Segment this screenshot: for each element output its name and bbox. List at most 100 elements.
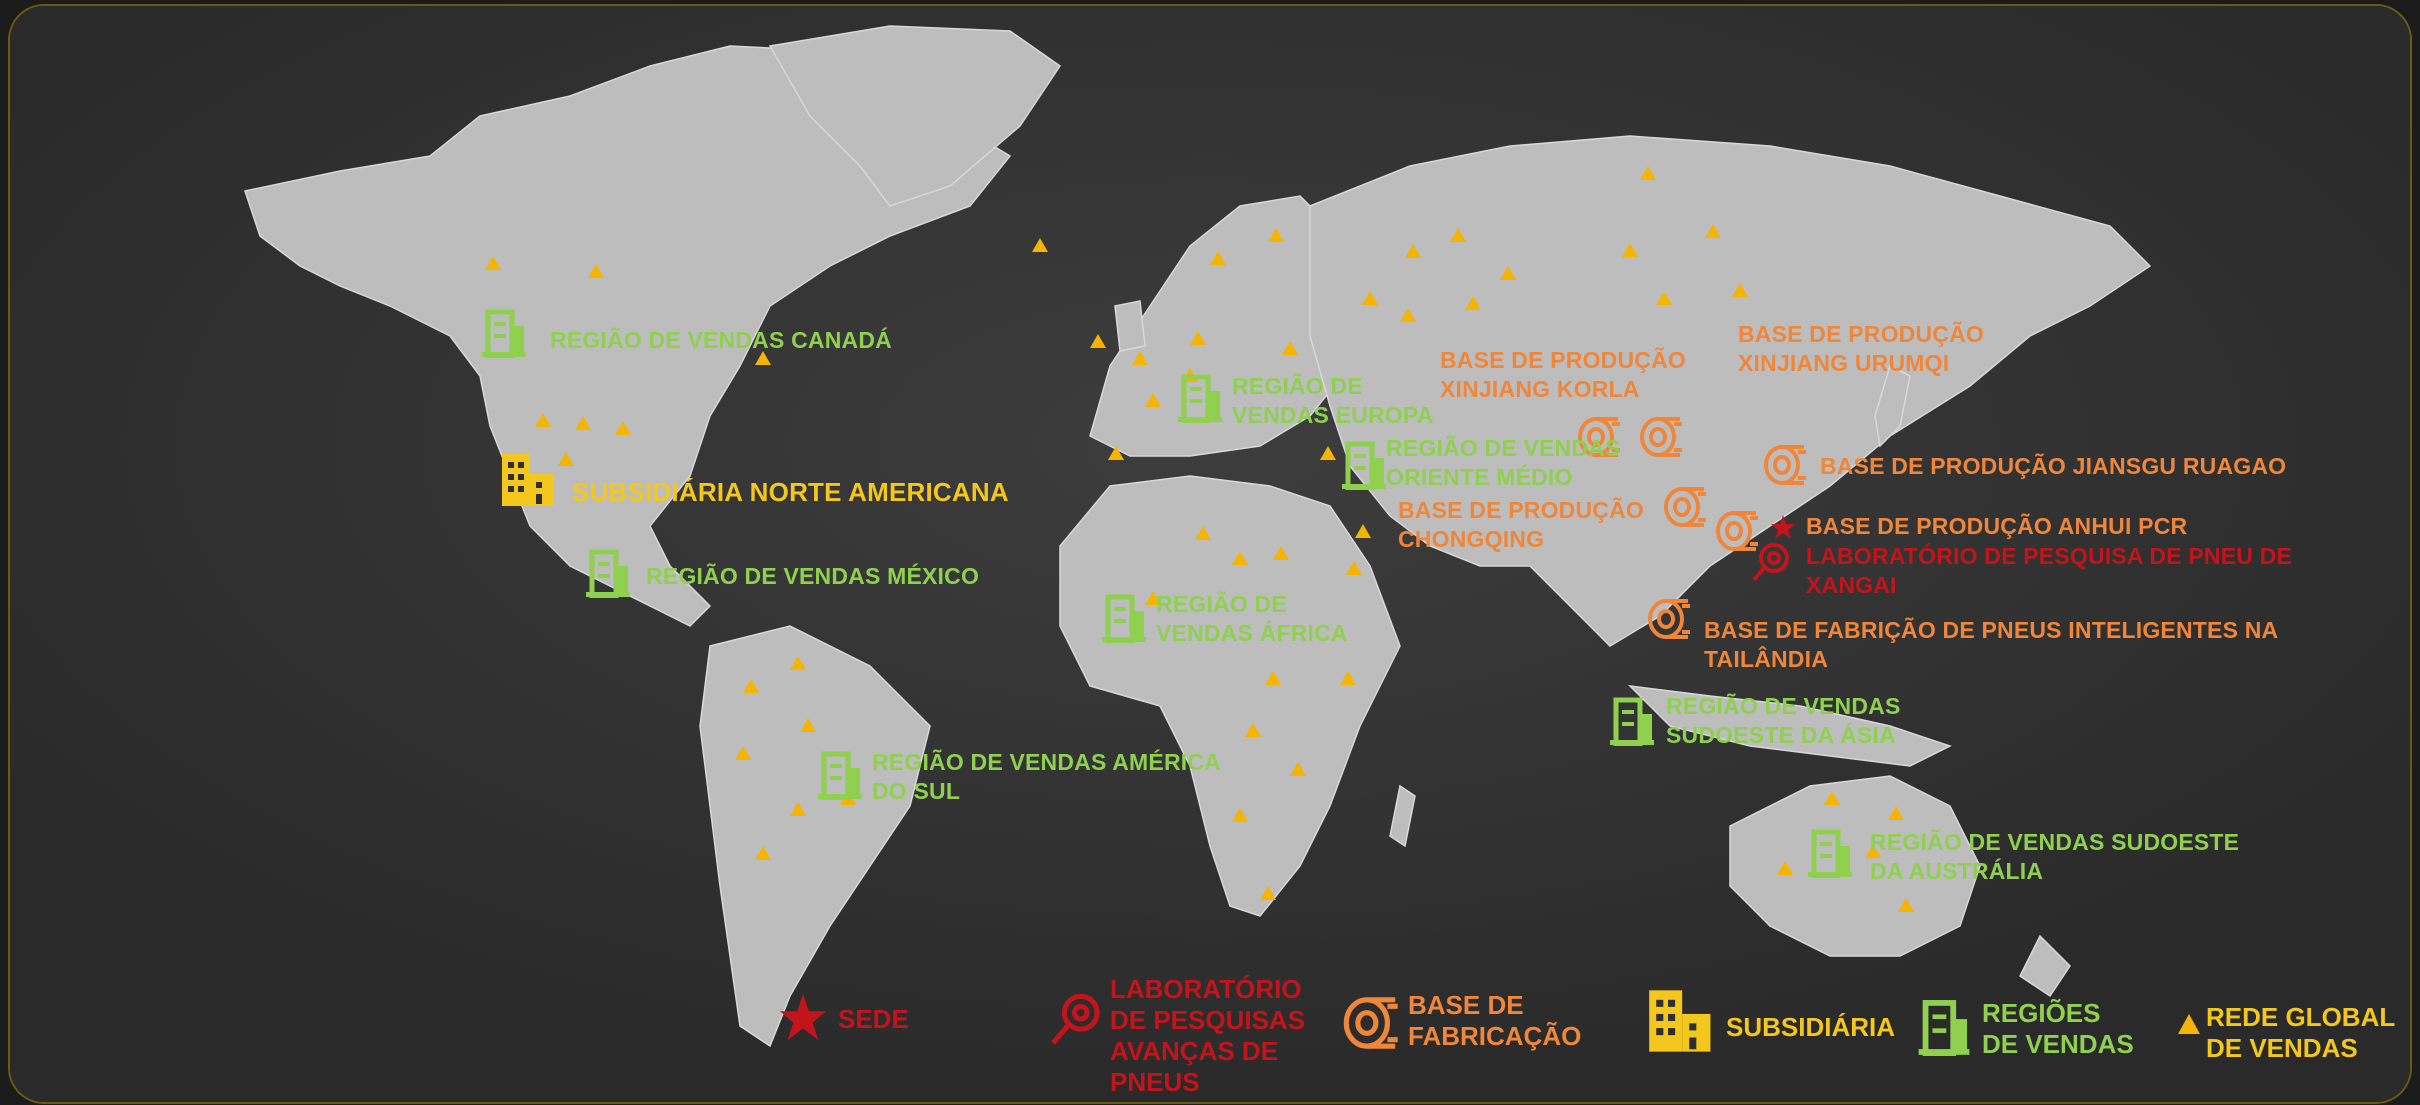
triangle-icon <box>1232 808 1248 822</box>
sales-building-icon <box>1178 374 1222 423</box>
land-south-america <box>699 625 931 1048</box>
triangle-icon <box>1195 526 1211 540</box>
triangle-icon <box>755 351 771 365</box>
tire-icon <box>1578 417 1620 457</box>
triangle-icon <box>575 416 591 430</box>
land-indonesia <box>1627 684 1952 767</box>
label-se-asia: REGIÃO DE VENDAS SUDOESTE DA ÁSIA <box>1666 693 1901 748</box>
land-japan <box>1874 364 1911 448</box>
triangle-icon <box>1190 331 1206 345</box>
triangle-icon <box>735 746 751 760</box>
label-jiangsu: BASE DE PRODUÇÃO JIANSGU RUAGAO <box>1820 453 2287 479</box>
land-north-america <box>244 45 1012 627</box>
land-madagascar <box>1389 784 1416 848</box>
sales-building-icon <box>1808 829 1852 878</box>
legend-network-label: REDE GLOBAL DE VENDAS <box>2206 1002 2395 1063</box>
triangle-icon <box>1273 546 1289 560</box>
triangle-icon <box>1405 244 1421 258</box>
legend-factory-label: BASE DE FABRICAÇÃO <box>1408 990 1582 1051</box>
magnifier-tire-icon <box>1752 543 1789 582</box>
triangle-icon <box>1705 224 1721 238</box>
tire-icon <box>1648 599 1690 639</box>
triangle-icon <box>1865 844 1881 858</box>
label-north-america-subsidiary: SUBSIDIÁRIA NORTE AMERICANA <box>572 477 1009 507</box>
label-chongqing: BASE DE PRODUÇÃO CHONGQING <box>1398 497 1645 552</box>
triangle-icon <box>1346 561 1362 575</box>
magnifier-tire-icon <box>1051 993 1100 1045</box>
sales-building-icon <box>1342 441 1386 490</box>
triangle-icon <box>558 452 574 466</box>
triangle-icon <box>535 413 551 427</box>
world-map <box>10 6 2410 1102</box>
label-south-america: REGIÃO DE VENDAS AMÉRICA DO SUL <box>872 749 1221 804</box>
triangle-icon <box>615 421 631 435</box>
sales-building-icon <box>818 751 862 800</box>
tire-icon <box>1716 511 1758 551</box>
triangle-icon <box>1355 524 1371 538</box>
triangle-icon <box>1824 791 1840 805</box>
sales-building-icon <box>1918 1000 1970 1056</box>
triangle-icon <box>1465 296 1481 310</box>
sales-building-icon <box>586 549 630 598</box>
world-map-panel: REGIÃO DE VENDAS CANADÁ SUBSIDIÁRIA NORT… <box>10 6 2410 1102</box>
land-africa <box>1059 475 1401 917</box>
triangle-icon <box>790 656 806 670</box>
triangle-icon <box>1622 243 1638 257</box>
triangle-icon <box>1656 291 1672 305</box>
land-australia <box>1729 775 1981 957</box>
label-shanghai-lab: LABORATÓRIO DE PESQUISA DE PNEU DE XANGA… <box>1806 543 2293 598</box>
triangle-icon <box>1145 393 1161 407</box>
triangle-icon <box>2178 1014 2200 1034</box>
label-mexico: REGIÃO DE VENDAS MÉXICO <box>646 563 980 589</box>
land-greenland <box>768 25 1062 207</box>
sales-building-icon <box>482 309 526 358</box>
tire-icon <box>1343 997 1398 1049</box>
triangle-icon <box>1400 308 1416 322</box>
land-new-zealand <box>2019 934 2071 998</box>
label-australia: REGIÃO DE VENDAS SUDOESTE DA AUSTRÁLIA <box>1870 829 2240 884</box>
legend-sales-label: REGIÕES DE VENDAS <box>1982 998 2134 1059</box>
triangle-icon <box>755 846 771 860</box>
triangle-icon <box>1245 723 1261 737</box>
triangle-icon <box>1260 886 1276 900</box>
tire-icon <box>1640 417 1682 457</box>
label-korla: BASE DE PRODUÇÃO XINJIANG KORLA <box>1440 347 1687 402</box>
triangle-icon <box>1282 341 1298 355</box>
sales-building-icon <box>1102 594 1146 643</box>
triangle-icon <box>1640 166 1656 180</box>
legend-hq-label: SEDE <box>838 1004 909 1034</box>
label-canada: REGIÃO DE VENDAS CANADÁ <box>550 327 892 353</box>
triangle-icon <box>1777 861 1793 875</box>
star-icon <box>779 993 827 1041</box>
triangle-icon <box>1732 283 1748 297</box>
subsidiary-building-icon <box>502 454 554 506</box>
legend-subsidiary-label: SUBSIDIÁRIA <box>1726 1012 1896 1042</box>
triangle-icon <box>1032 238 1048 252</box>
triangle-icon <box>1320 446 1336 460</box>
subsidiary-building-icon <box>1649 990 1711 1052</box>
triangle-icon <box>1090 334 1106 348</box>
triangle-icon <box>1888 806 1904 820</box>
triangle-icon <box>1450 228 1466 242</box>
label-middle-east: REGIÃO DE VENDAS ORIENTE MÉDIO <box>1386 435 1621 490</box>
triangle-icon <box>1132 351 1148 365</box>
tire-icon <box>1664 487 1706 527</box>
triangle-icon <box>1210 251 1226 265</box>
triangle-icon <box>1232 551 1248 565</box>
land-asia <box>1309 135 2152 647</box>
triangle-icon <box>1290 762 1306 776</box>
triangle-icon <box>1340 671 1356 685</box>
star-icon <box>1771 515 1795 539</box>
legend-lab-label: LABORATÓRIO DE PESQUISAS AVANÇAS DE PNEU… <box>1110 974 1306 1097</box>
triangle-icon <box>1898 898 1914 912</box>
triangle-icon <box>1268 228 1284 242</box>
label-thailand: BASE DE FABRIÇÃO DE PNEUS INTELIGENTES N… <box>1704 617 2278 672</box>
triangle-icon <box>485 256 501 270</box>
land-uk <box>1114 300 1146 352</box>
triangle-icon <box>800 718 816 732</box>
triangle-icon <box>790 802 806 816</box>
label-urumqi: BASE DE PRODUÇÃO XINJIANG URUMQI <box>1738 321 1985 376</box>
triangle-icon <box>588 264 604 278</box>
sales-building-icon <box>1610 697 1654 746</box>
tire-icon <box>1764 445 1806 485</box>
